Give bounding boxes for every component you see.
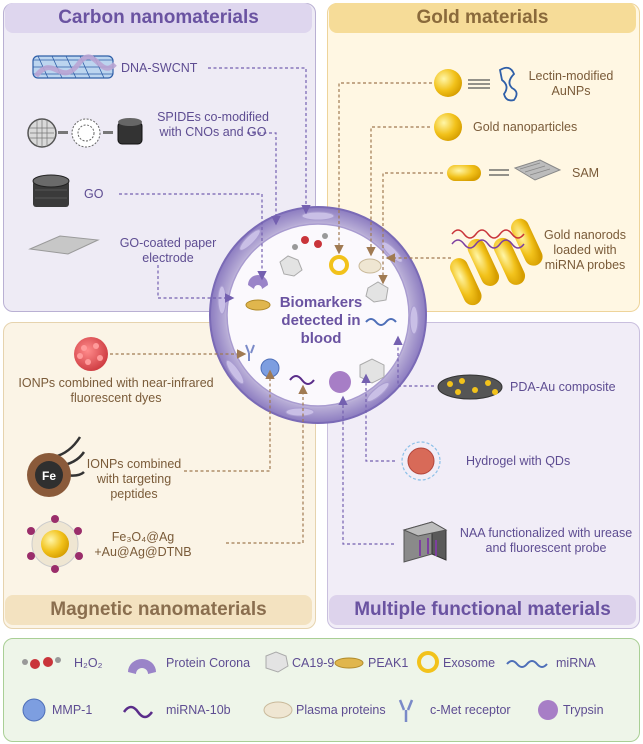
legend-mirna-icon (506, 660, 548, 668)
carbon-item-go-paper: GO-coated paper electrode (119, 236, 217, 265)
legend-label-mirna: miRNA (556, 656, 596, 670)
legend-plasma-proteins-icon (263, 701, 293, 719)
ionps-peptides-icon: Fe (27, 436, 86, 497)
legend-label-mmp1: MMP-1 (52, 703, 93, 717)
legend-c-met-receptor-icon (398, 699, 414, 722)
multiple-panel-title: Multiple functional materials (329, 595, 636, 625)
magnetic-item-fe3o4-ag: Fe₃O₄@Ag +Au@Ag@DTNB (94, 530, 192, 559)
dna-swcnt-icon (32, 54, 117, 79)
gold-item-gold-nanorods: Gold nanorods loaded with miRNA probes (543, 228, 626, 272)
legend-mmp1-icon (22, 698, 46, 722)
ionps-nir-icon (74, 337, 108, 371)
carbon-panel-title: Carbon nanomaterials (5, 3, 312, 33)
multiple-item-hydrogel-qds: Hydrogel with QDs (466, 454, 571, 468)
sam-icon (447, 159, 562, 181)
go-icon (32, 174, 70, 207)
hydrogel-qds-icon (401, 441, 441, 481)
gold-nanoparticles-icon (434, 113, 462, 141)
carbon-item-go: GO (84, 187, 104, 201)
lectin-aunps-icon (434, 66, 518, 102)
gold-item-lectin-aunps: Lectin-modified AuNPs (528, 69, 614, 98)
legend-mirna-10b-icon (122, 705, 154, 719)
fe-core-label: Fe (42, 469, 56, 483)
gold-item-gold-nanoparticles: Gold nanoparticles (473, 120, 578, 134)
legend-ca19-9-icon (265, 651, 289, 673)
multiple-item-pda-au: PDA-Au composite (510, 380, 616, 394)
legend-label-h2o2: H₂O₂ (74, 656, 103, 670)
legend-trypsin-icon (538, 700, 558, 720)
gold-item-sam: SAM (572, 166, 600, 180)
legend-label-trypsin: Trypsin (563, 703, 604, 717)
legend-label-peak1: PEAK1 (368, 656, 409, 670)
magnetic-item-ionps-nir: IONPs combined with near-infrared fluore… (18, 376, 214, 405)
legend-exosome-icon (417, 651, 439, 673)
legend-label-ca19-9: CA19-9 (292, 656, 335, 670)
gold-nanorods-icon (450, 218, 543, 306)
legend-label-protein-corona: Protein Corona (166, 656, 251, 670)
carbon-item-spides: SPIDEs co-modified with CNOs and GO (157, 110, 269, 139)
legend-label-exosome: Exosome (443, 656, 496, 670)
fe3o4-ag-icon (27, 515, 83, 573)
legend-protein-corona-icon (128, 659, 156, 674)
gold-panel-title: Gold materials (329, 3, 636, 33)
go-paper-electrode-icon (28, 235, 100, 255)
legend-label-mirna-10b: miRNA-10b (166, 703, 231, 717)
magnetic-item-ionps-peptides: IONPs combined with targeting peptides (86, 457, 182, 501)
carbon-item-dna-swcnt: DNA-SWCNT (121, 61, 198, 75)
legend-label-c-met-receptor: c-Met receptor (430, 703, 511, 717)
blood-vessel-icon (209, 206, 427, 424)
spides-icon (27, 118, 143, 148)
legend-peak1-icon (334, 657, 364, 669)
legend-label-plasma-proteins: Plasma proteins (296, 703, 386, 717)
pda-au-icon (437, 374, 503, 400)
legend-panel (3, 638, 640, 742)
magnetic-panel-title: Magnetic nanomaterials (5, 595, 312, 625)
legend-h2o2-icon (22, 657, 61, 669)
naa-icon (402, 521, 448, 563)
multiple-item-naa: NAA functionalized with urease and fluor… (459, 526, 633, 555)
center-label: Biomarkers detected in blood (279, 294, 363, 347)
